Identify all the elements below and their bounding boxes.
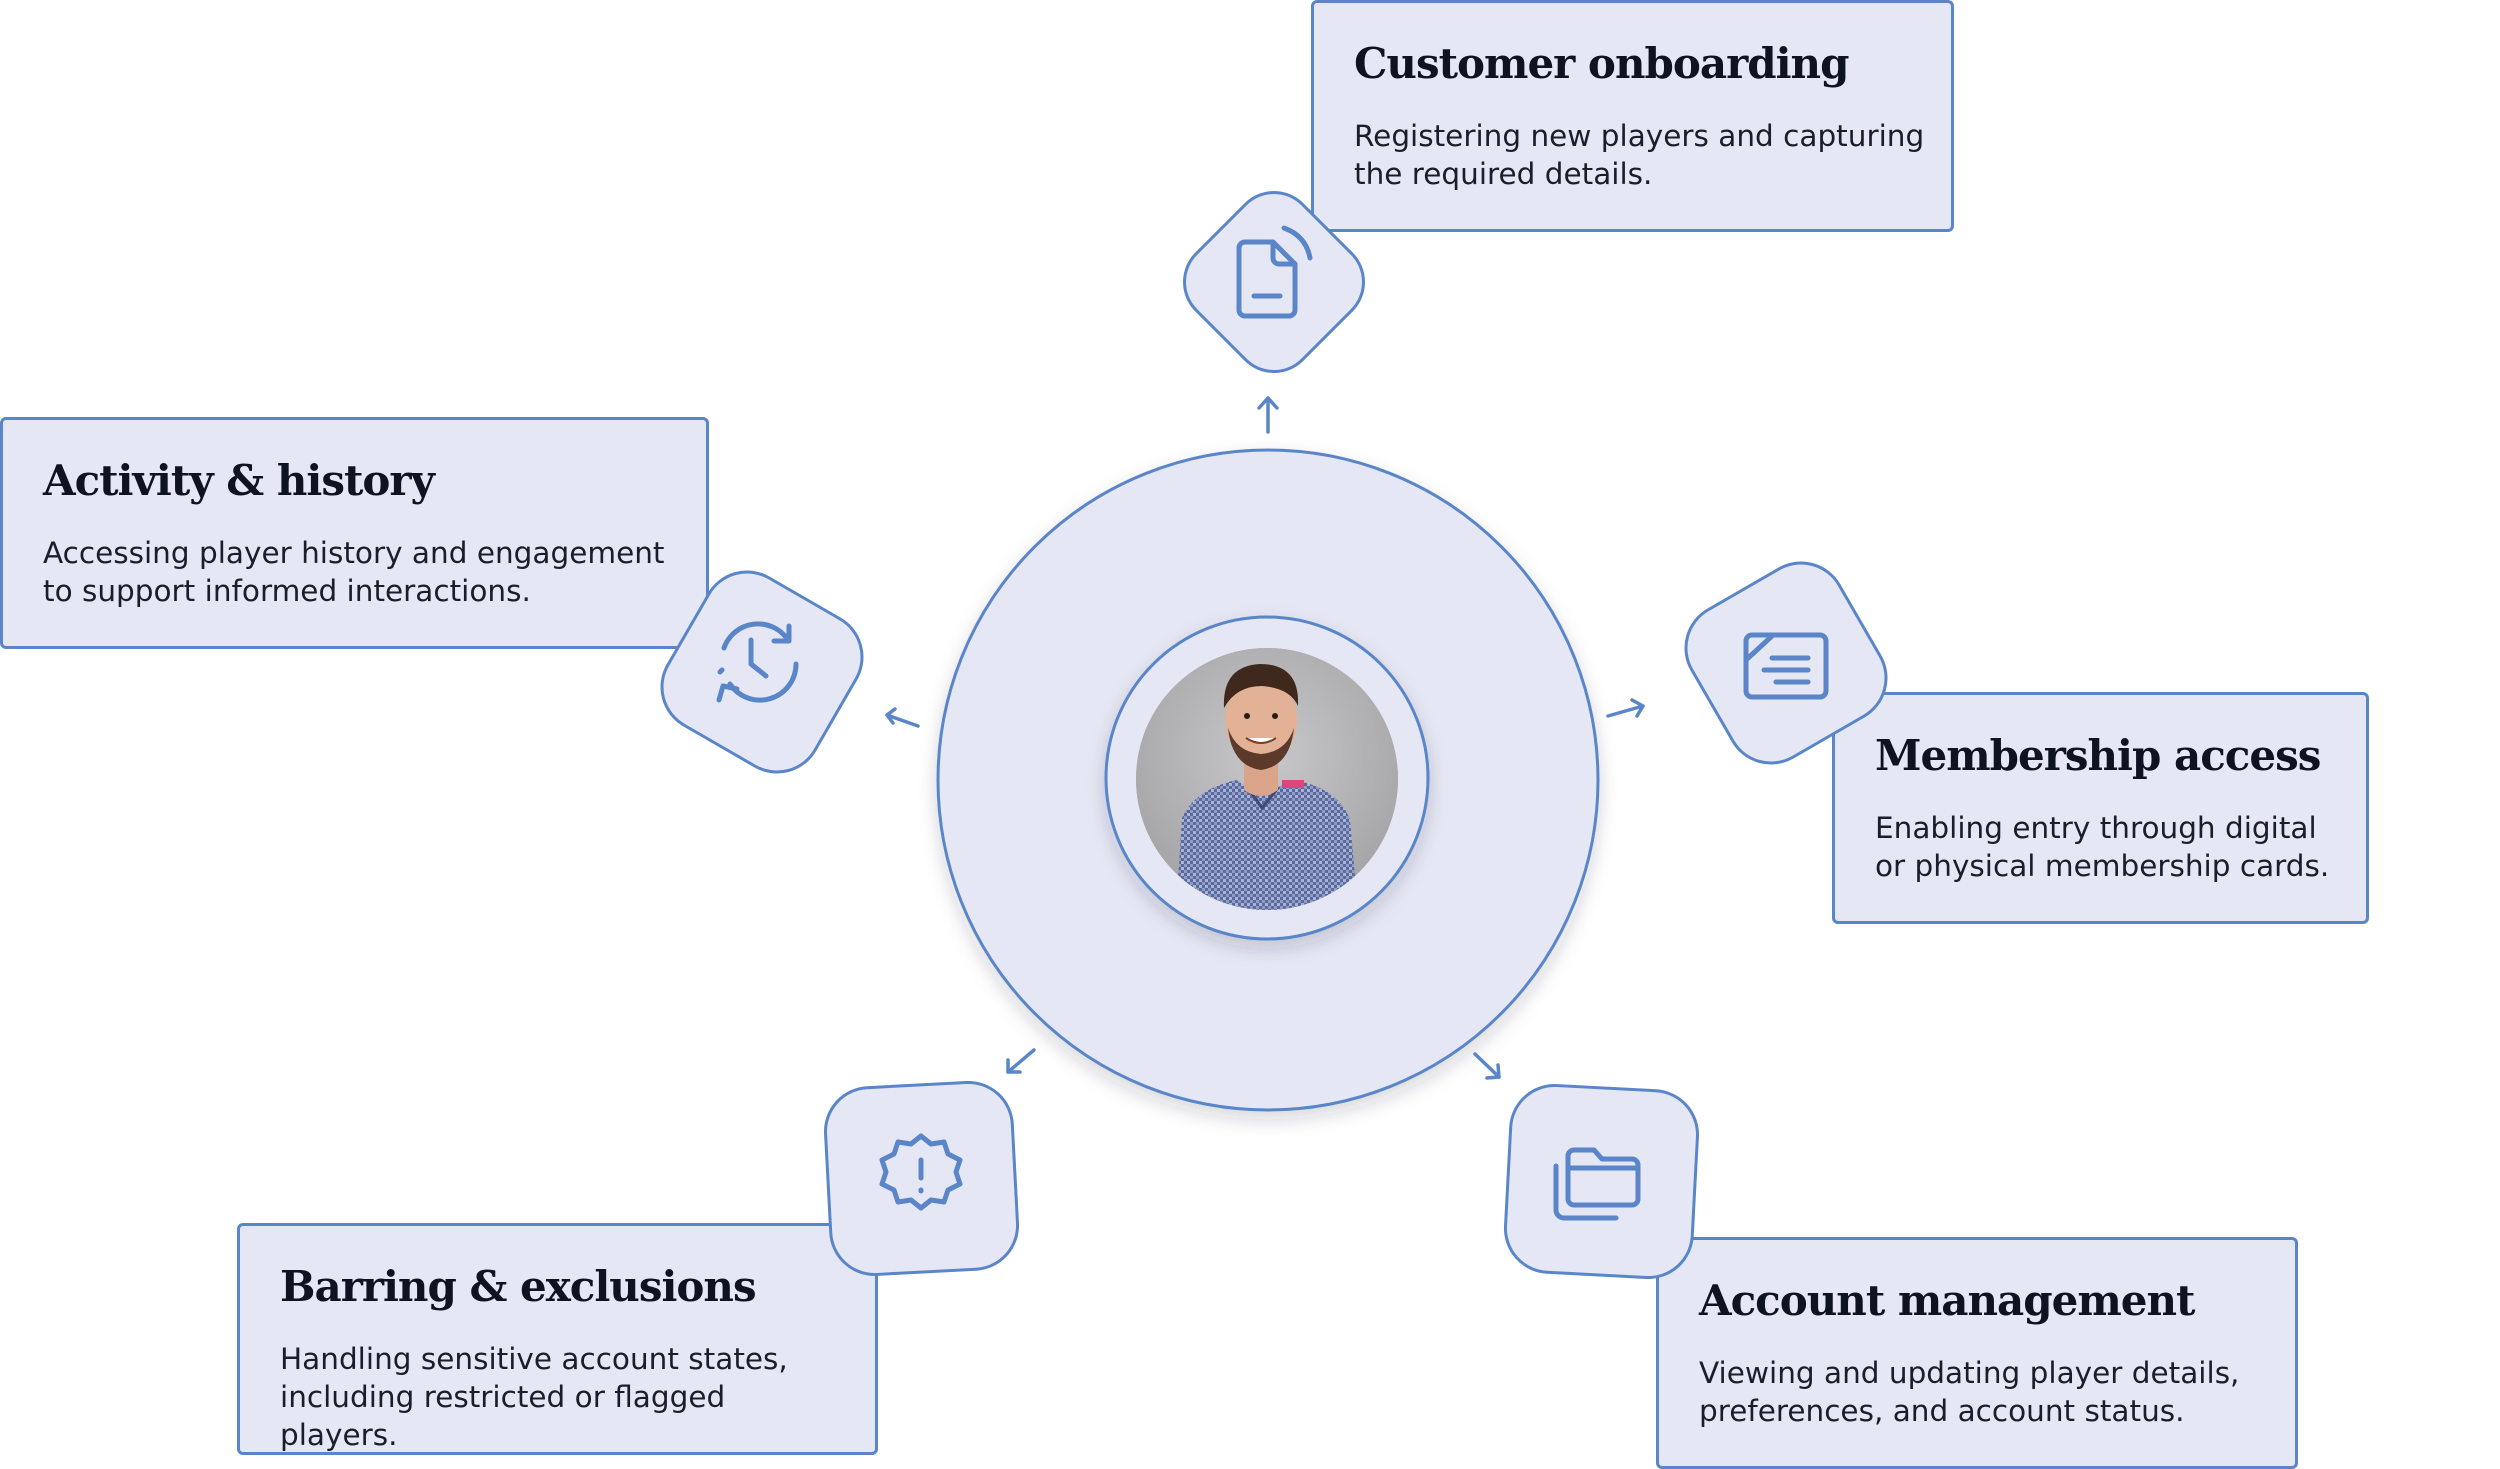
card-description: Registering new players and capturing th… xyxy=(1354,119,1925,191)
card-description: Viewing and updating player details, pre… xyxy=(1699,1356,2240,1428)
card-customer-onboarding: Customer onboarding Registering new play… xyxy=(1311,0,1954,232)
card-title: Customer onboarding xyxy=(1354,39,1849,88)
arrow-to-membership-access xyxy=(1606,698,1645,718)
card-title: Barring & exclusions xyxy=(280,1262,757,1311)
card-description: Enabling entry through digital or physic… xyxy=(1875,811,2330,883)
card-title: Membership access xyxy=(1875,731,2321,780)
card-title: Account management xyxy=(1699,1276,2195,1325)
card-barring-exclusions: Barring & exclusions Handling sensitive … xyxy=(237,1223,878,1455)
card-description: Handling sensitive account states, inclu… xyxy=(280,1342,788,1452)
card-title: Activity & history xyxy=(43,456,435,505)
card-description: Accessing player history and engagement … xyxy=(43,536,665,608)
card-account-management: Account management Viewing and updating … xyxy=(1656,1237,2298,1469)
card-membership-access: Membership access Enabling entry through… xyxy=(1832,692,2369,924)
arrow-to-activity-history xyxy=(885,707,920,728)
arrow-to-account-management xyxy=(1473,1052,1501,1080)
staff-portrait xyxy=(1136,648,1398,910)
arrow-to-customer-onboarding xyxy=(1257,396,1279,434)
arrow-to-barring-exclusions xyxy=(1006,1048,1036,1074)
card-activity-history: Activity & history Accessing player hist… xyxy=(0,417,709,649)
